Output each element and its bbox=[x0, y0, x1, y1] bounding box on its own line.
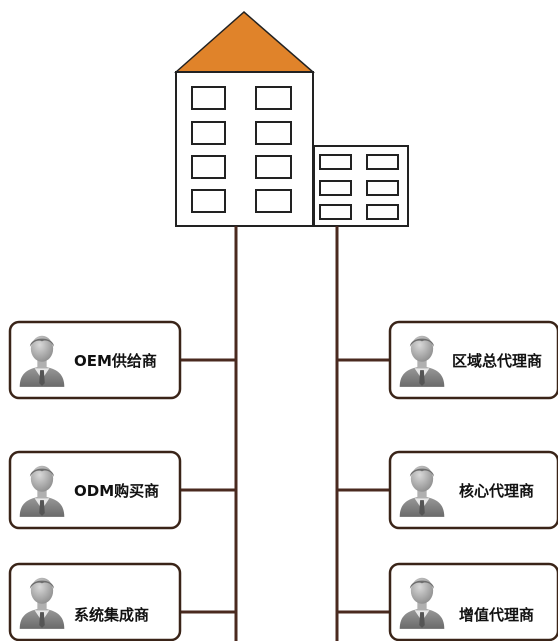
right-node-core-agent: 核心代理商 bbox=[388, 450, 558, 530]
node-label: OEM供给商 bbox=[74, 352, 157, 370]
main-tower-windows bbox=[191, 86, 292, 213]
node-label: 区域总代理商 bbox=[452, 352, 542, 370]
right-node-value-added-agent: 增值代理商 bbox=[388, 562, 558, 641]
roof-shape bbox=[174, 11, 316, 73]
connector-lines bbox=[180, 226, 390, 641]
left-node-integrator: 系统集成商 bbox=[8, 562, 182, 641]
node-label: 系统集成商 bbox=[74, 606, 149, 624]
left-node-oem: OEM供给商 bbox=[8, 320, 182, 400]
side-annex-windows bbox=[319, 154, 399, 220]
right-node-regional-agent: 区域总代理商 bbox=[388, 320, 558, 400]
node-label: ODM购买商 bbox=[74, 482, 159, 500]
node-label: 增值代理商 bbox=[459, 606, 534, 624]
node-label: 核心代理商 bbox=[459, 482, 534, 500]
building-icon bbox=[174, 11, 409, 227]
left-node-odm: ODM购买商 bbox=[8, 450, 182, 530]
